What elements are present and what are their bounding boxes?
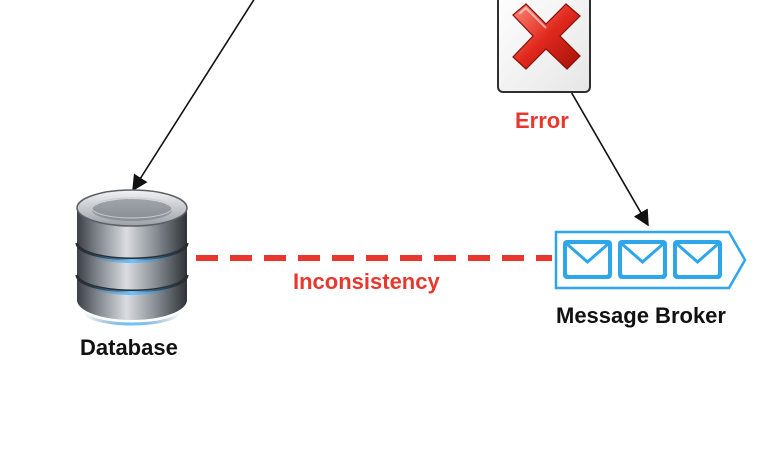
database-cylinder-icon — [75, 189, 189, 326]
message-broker-label: Message Broker — [556, 303, 726, 328]
inconsistency-label: Inconsistency — [293, 269, 440, 294]
envelope-icon — [673, 240, 722, 279]
arrow-error-to-broker — [569, 89, 649, 227]
envelope-icon — [618, 240, 667, 279]
message-queue-envelopes-icon — [554, 230, 747, 290]
error-x-icon — [497, 0, 591, 93]
envelope-icon — [563, 240, 612, 279]
error-label: Error — [515, 108, 569, 133]
arrow-to-database — [132, 0, 255, 192]
database-label: Database — [80, 335, 178, 360]
